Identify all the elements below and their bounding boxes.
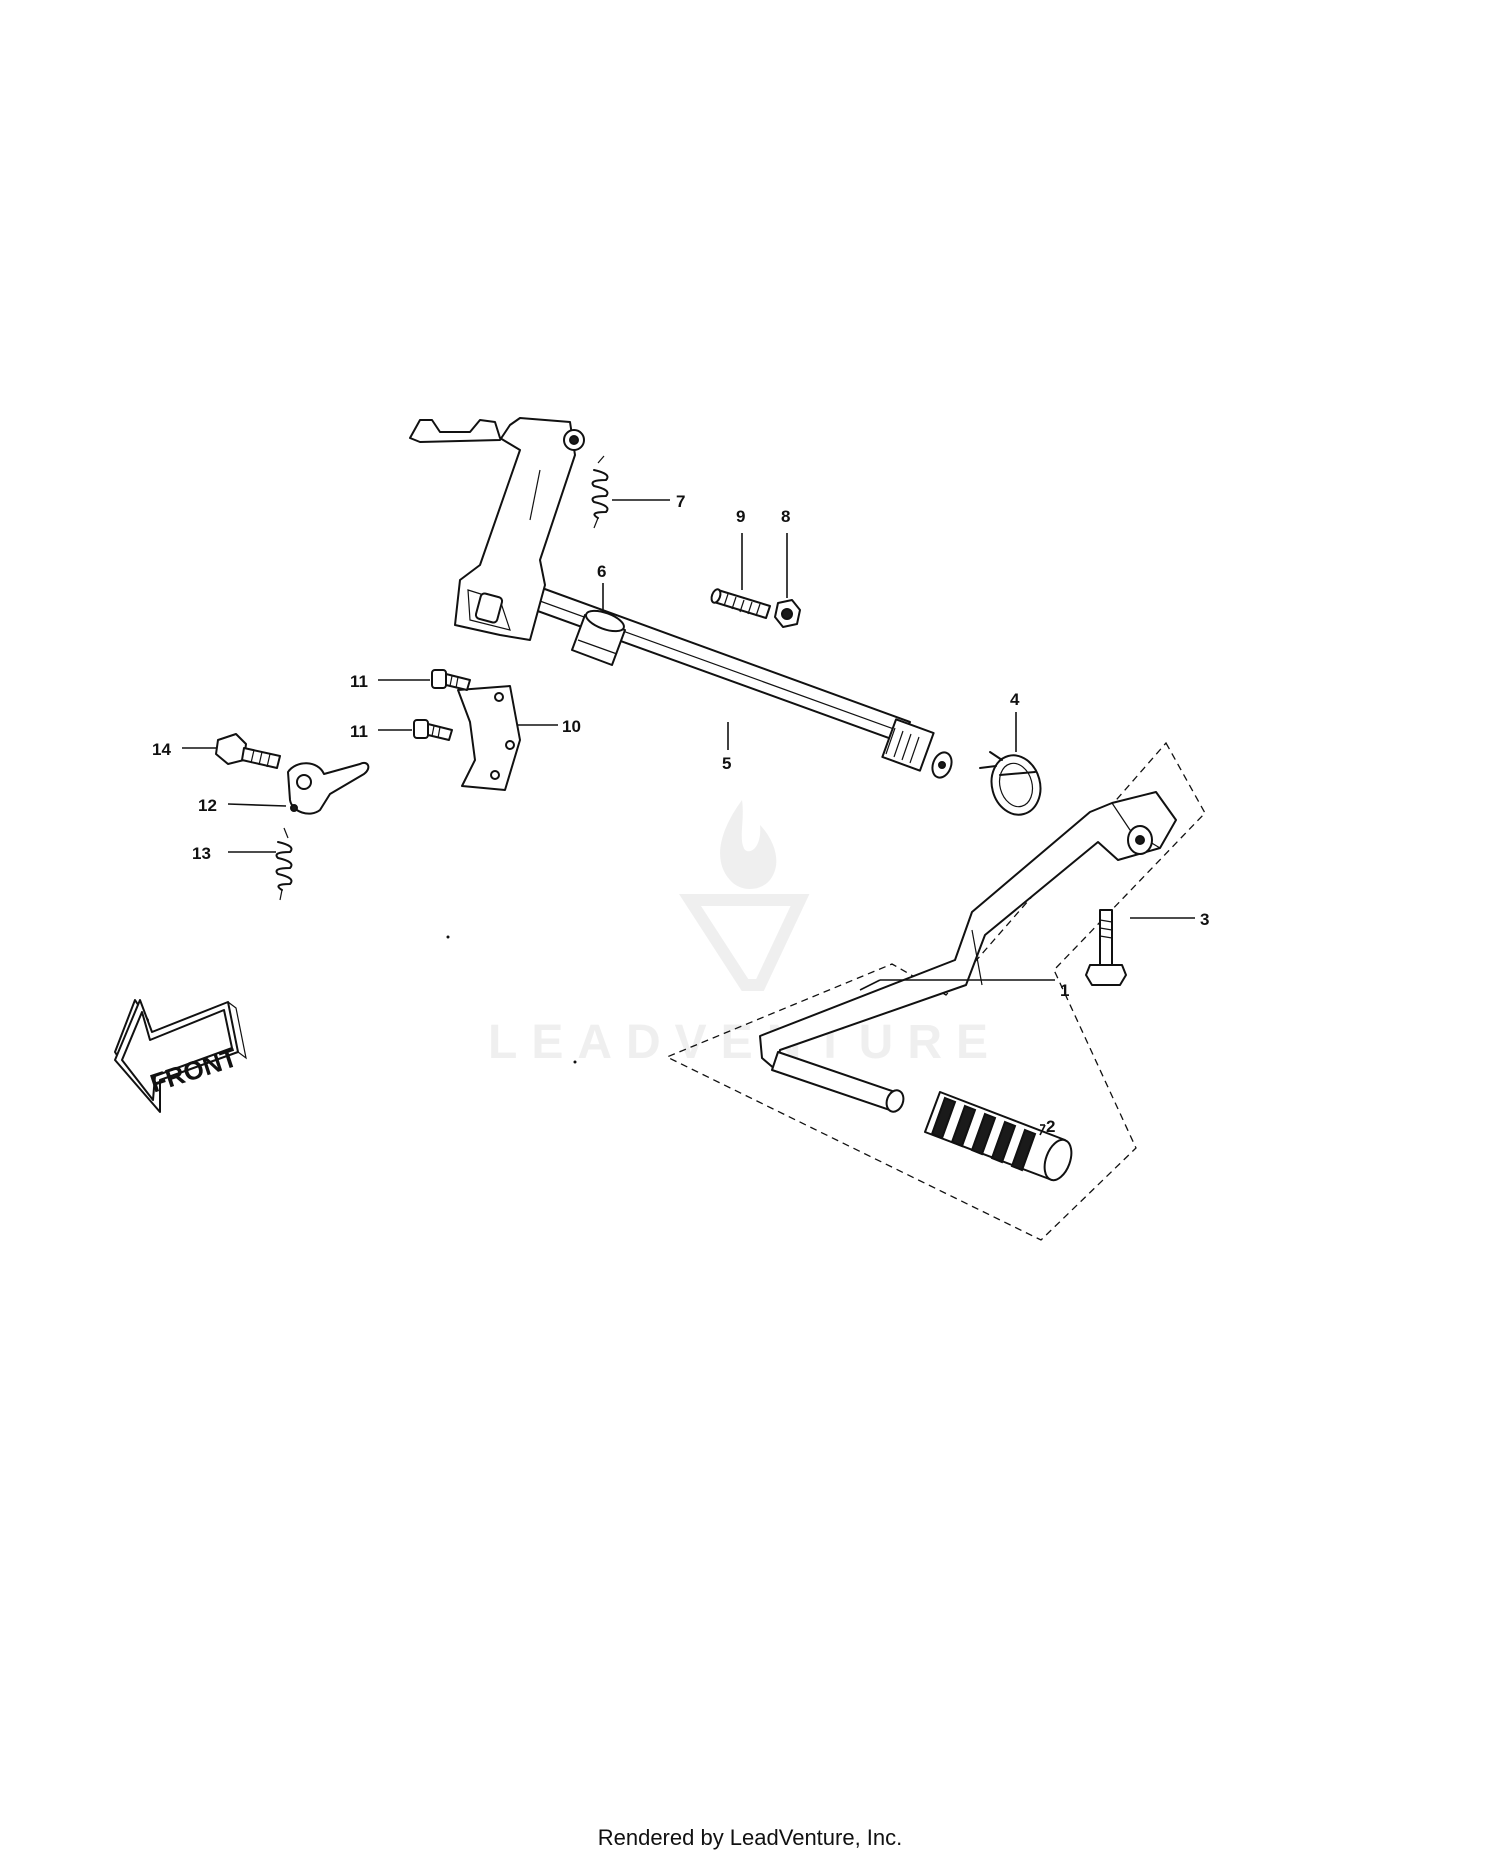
scan-dot	[446, 935, 450, 939]
spring-small-lower	[275, 827, 293, 901]
callout-11-upper: 11	[350, 672, 368, 691]
shift-shaft	[509, 579, 953, 779]
callout-10: 10	[562, 717, 581, 736]
leader-lines	[182, 499, 1195, 1136]
stopper-lever	[287, 762, 370, 815]
callout-7: 7	[676, 492, 685, 511]
watermark-text: LEADVENTURE	[488, 1016, 1002, 1069]
callout-11-lower: 11	[350, 722, 368, 741]
front-direction-marker: FRONT	[114, 999, 247, 1113]
callout-13: 13	[192, 844, 211, 863]
callout-6: 6	[597, 562, 606, 581]
shift-pedal	[759, 791, 1177, 1113]
stopper-screw	[710, 588, 771, 619]
retainer-plate	[457, 685, 521, 791]
callout-1: 1	[1060, 981, 1069, 1000]
shaft-collar	[571, 609, 626, 666]
callout-8: 8	[781, 507, 790, 526]
callout-5: 5	[722, 754, 731, 773]
pedal-assembly-outline	[665, 741, 1206, 1241]
callout-2: 2	[1046, 1117, 1055, 1136]
spring-small-upper	[591, 455, 609, 529]
callout-labels: 1 2 3 4 5 6 7 8 9 10 11 11 12 13 14	[152, 492, 1209, 1136]
bolt-lower	[413, 719, 453, 741]
callout-12: 12	[198, 796, 217, 815]
callout-3: 3	[1200, 910, 1209, 929]
shoulder-bolt	[215, 733, 281, 769]
callout-14: 14	[152, 740, 171, 759]
pedal-rubber	[924, 1091, 1073, 1182]
scan-dot	[573, 1060, 577, 1064]
pinch-bolt	[1085, 909, 1127, 986]
footer-credit: Rendered by LeadVenture, Inc.	[597, 1825, 903, 1850]
return-spring	[979, 751, 1042, 816]
bolt-upper	[431, 669, 471, 691]
lock-nut	[774, 599, 801, 628]
shift-arm-plate	[409, 417, 585, 641]
leadventure-watermark: LEADVENTURE	[488, 800, 1002, 1069]
callout-4: 4	[1010, 690, 1020, 709]
callout-9: 9	[736, 507, 745, 526]
